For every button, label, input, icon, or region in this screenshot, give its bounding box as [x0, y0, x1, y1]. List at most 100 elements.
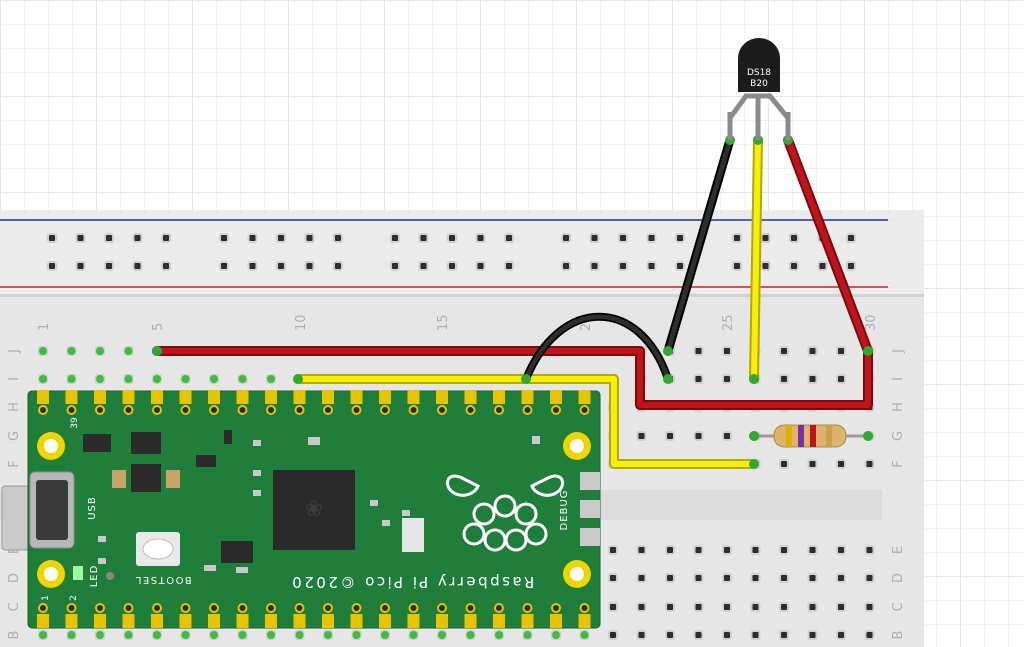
- breadboard-hole: [608, 602, 618, 612]
- pico-pin-pad: [37, 390, 49, 404]
- seated-pin-marker: [124, 375, 133, 383]
- wire-black-ground-jumper[interactable]: [523, 314, 671, 382]
- breadboard-hole: [722, 630, 732, 640]
- seated-pin-marker: [438, 631, 446, 639]
- pico-pin-hole: [522, 603, 533, 613]
- breadboard-hole: [836, 573, 846, 583]
- breadboard-hole: [807, 374, 818, 384]
- row-letter: G: [7, 431, 22, 441]
- rail-hole: [276, 233, 286, 243]
- breadboard-hole: [722, 374, 732, 384]
- pico-brand-label: Raspberry Pi Pico ©2020: [290, 573, 535, 591]
- pico-pin-hole: [551, 603, 561, 613]
- sensor-label-line1: DS18: [747, 68, 771, 78]
- pico-pin-hole: [66, 405, 77, 415]
- smd-component: [196, 455, 216, 467]
- col-number: 5: [151, 323, 166, 331]
- rail-hole: [504, 233, 514, 243]
- breadboard-hole: [779, 630, 789, 640]
- wire-red-power[interactable]: [154, 348, 871, 408]
- rail-hole: [561, 261, 571, 271]
- rail-hole: [276, 261, 286, 271]
- pico-pin-pad: [322, 614, 334, 628]
- breadboard-hole: [693, 431, 704, 441]
- breadboard-hole: [807, 346, 818, 356]
- rail-hole: [132, 261, 143, 271]
- breadboard-hole: [779, 573, 789, 583]
- breadboard-hole: [665, 630, 675, 640]
- wire-black-sensor[interactable]: [665, 137, 733, 354]
- rail-hole: [846, 261, 856, 271]
- breadboard-hole: [750, 602, 761, 612]
- pico-pin-hole: [465, 603, 476, 613]
- pico-pin-hole: [465, 405, 476, 415]
- breadboard-hole: [722, 431, 732, 441]
- breadboard-hole: [750, 545, 761, 555]
- rail-hole: [760, 233, 771, 243]
- row-letter: C: [891, 602, 906, 611]
- pico-pin-pad: [94, 390, 106, 404]
- pico-pin-hole: [380, 405, 390, 415]
- usb-port-inner: [36, 480, 68, 540]
- breadboard-hole: [807, 602, 818, 612]
- pico-pin-pad: [236, 390, 249, 404]
- seated-pin-marker: [381, 631, 389, 639]
- resistor-band: [786, 425, 792, 447]
- wire-yellow-sensor[interactable]: [751, 137, 761, 382]
- pico-pin-hole: [123, 405, 134, 415]
- breadboard-hole: [636, 630, 647, 640]
- resistor-band: [826, 425, 832, 447]
- pico-pin-hole: [180, 405, 191, 415]
- rail-hole: [846, 233, 856, 243]
- smd-component: [253, 490, 261, 496]
- pico-pin-hole: [408, 603, 419, 613]
- rail-hole: [47, 261, 57, 271]
- seated-pin-marker: [153, 631, 161, 639]
- resistor[interactable]: [749, 424, 873, 448]
- row-letter: F: [7, 460, 22, 467]
- mounting-hole-center: [44, 567, 58, 581]
- led-label: LED: [89, 565, 100, 588]
- pico-pin-hole: [494, 603, 504, 613]
- pico-pin-hole: [579, 603, 590, 613]
- seated-pin-marker: [409, 631, 418, 639]
- pico-pin-pad: [436, 390, 448, 404]
- smd-component: [308, 437, 320, 445]
- row-letter: D: [891, 573, 906, 583]
- mounting-hole-center: [44, 439, 58, 453]
- rail-hole: [161, 233, 171, 243]
- rail-holes: [47, 233, 856, 271]
- rail-hole: [161, 261, 171, 271]
- rail-hole: [589, 261, 600, 271]
- breadboard-hole: [864, 573, 875, 583]
- row-letter: C: [7, 602, 22, 611]
- row-letter: D: [7, 573, 22, 583]
- pico-pin-pad: [65, 390, 78, 404]
- raspberry-pi-pico[interactable]: ❀ Raspberry Pi Pico ©2020 BOOTSEL USB: [1, 347, 601, 639]
- wire-red-sensor[interactable]: [785, 137, 871, 354]
- pin-2-label: 2: [69, 595, 79, 601]
- pico-pin-pad: [493, 390, 505, 404]
- rail-hole: [732, 233, 742, 243]
- ds18b20-sensor[interactable]: DS18 B20: [727, 38, 791, 140]
- row-letter: E: [891, 546, 906, 554]
- pico-pin-hole: [66, 603, 77, 613]
- col-number: 15: [436, 314, 451, 331]
- breadboard-hole: [836, 346, 846, 356]
- rail-hole: [47, 233, 57, 243]
- rail-hole: [333, 233, 343, 243]
- pico-pin-hole: [180, 603, 191, 613]
- wire-yellow-data[interactable]: [295, 376, 757, 467]
- smd-component: [236, 567, 248, 573]
- bootsel-label: BOOTSEL: [134, 574, 191, 585]
- seated-pin-marker: [67, 375, 76, 383]
- pico-pin-pads: [37, 347, 591, 639]
- sensor-label-line2: B20: [750, 79, 768, 89]
- rail-hole: [418, 261, 429, 271]
- connected-hole-marker: [96, 347, 104, 355]
- rail-hole: [675, 261, 685, 271]
- pico-pin-pad: [94, 614, 106, 628]
- breadboard-hole: [779, 346, 789, 356]
- pico-pin-pad: [379, 390, 391, 404]
- rail-hole: [646, 261, 657, 271]
